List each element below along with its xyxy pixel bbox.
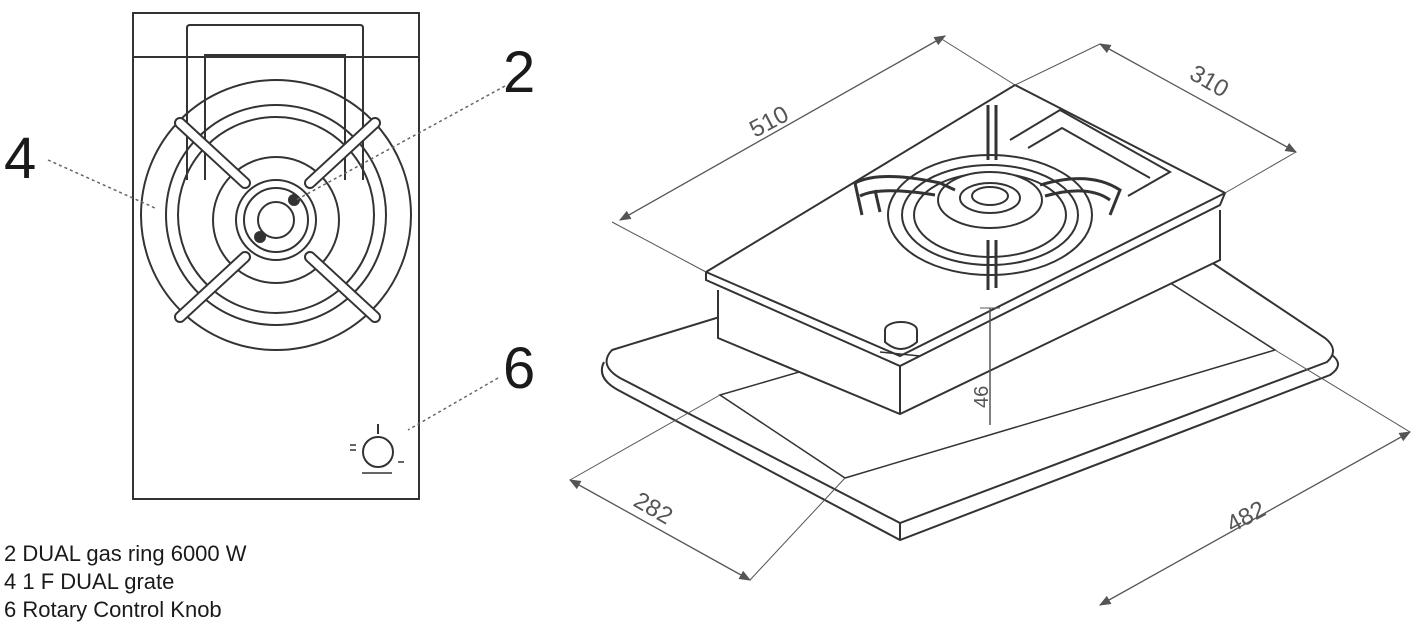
callout-number-2: 2 [503, 40, 536, 105]
burner-crown [235, 179, 317, 261]
dimension-height: 46 [971, 386, 993, 408]
grate-back-arm [186, 24, 364, 180]
grate-outer-ring [140, 79, 412, 351]
top-view [47, 12, 506, 500]
dimension-width: 310 [1185, 60, 1233, 103]
legend-item: 2 DUAL gas ring 6000 W [4, 541, 247, 566]
dimension-cutout-width: 282 [629, 487, 677, 530]
burner-crown-inner [243, 187, 309, 253]
parts-legend: 2 DUAL gas ring 6000 W 4 1 F DUAL grate … [4, 540, 247, 624]
callout-number-4: 4 [4, 126, 37, 191]
dimension-lines [568, 35, 1412, 606]
legend-item: 6 Rotary Control Knob [4, 597, 222, 622]
hob-panel-outline [132, 12, 420, 500]
control-knob-icon [362, 436, 394, 468]
grate-mid-ring [165, 104, 387, 326]
burner-center-cap [257, 201, 295, 239]
dimension-length: 510 [745, 101, 793, 144]
isometric-view [600, 83, 1339, 542]
legend-item: 4 1 F DUAL grate [4, 569, 175, 594]
grate-inner-ring [177, 116, 375, 314]
burner-igniter [254, 231, 266, 243]
burner-outer-cap [212, 156, 340, 284]
iso-burner-cap [937, 171, 1043, 229]
dimension-cutout-length: 482 [1222, 496, 1270, 539]
callout-number-6: 6 [503, 336, 536, 401]
callout-leaders [47, 85, 506, 431]
burner-thermocouple [288, 194, 300, 206]
